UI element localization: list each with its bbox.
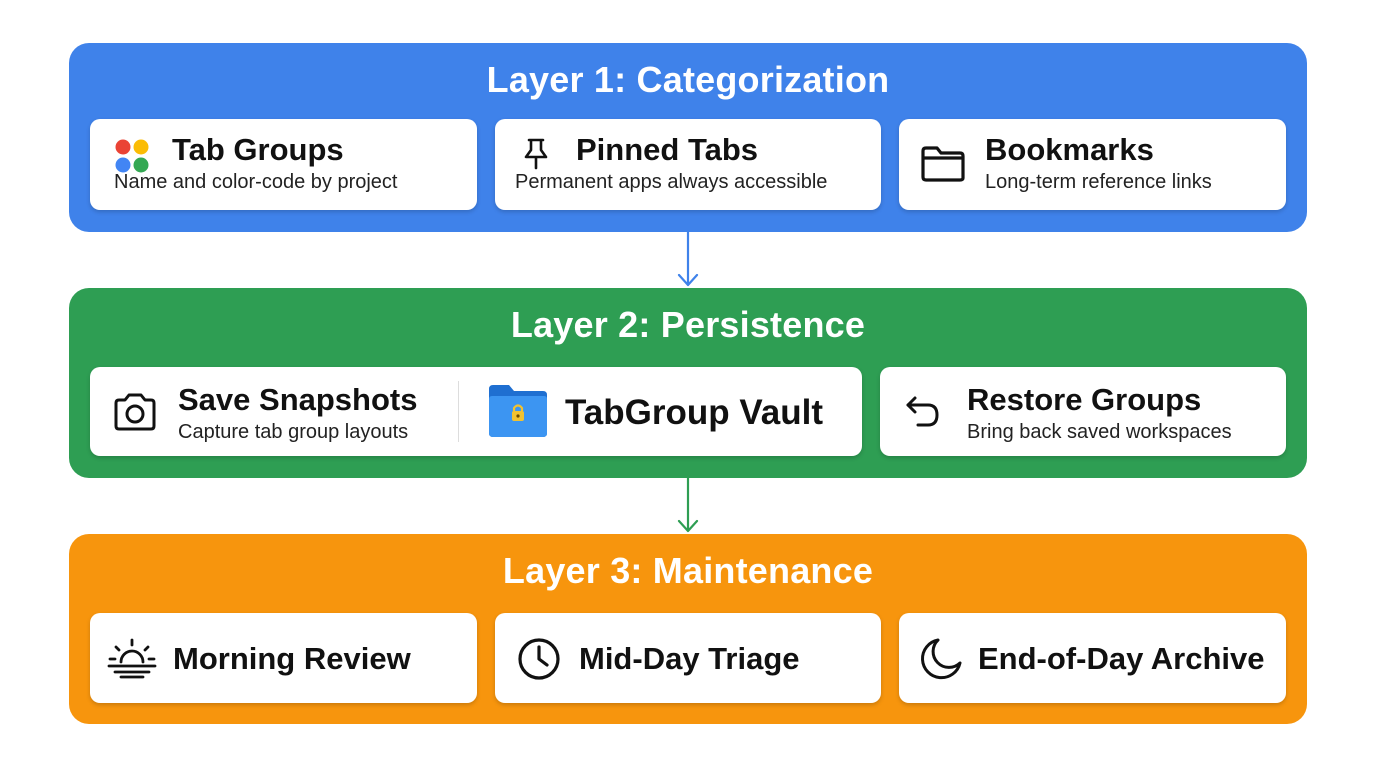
card-pinned-tabs: Pinned Tabs Permanent apps always access… [495,119,881,210]
card-subtitle: Name and color-code by project [114,171,398,193]
card-mid-day-triage: Mid-Day Triage [495,613,881,703]
card-title: Tab Groups [172,132,344,167]
card-morning-review: Morning Review [90,613,477,703]
arrow-down-icon [677,232,699,287]
layer-3-title: Layer 3: Maintenance [502,550,874,591]
card-title: Mid-Day Triage [579,641,800,676]
divider [458,381,459,442]
pin-icon [521,137,551,176]
clock-icon [516,636,562,687]
card-subtitle: Bring back saved workspaces [967,421,1232,443]
card-title: Morning Review [173,641,411,676]
card-bookmarks: Bookmarks Long-term reference links [899,119,1286,210]
layer-1-title: Layer 1: Categorization [486,59,890,100]
card-restore-groups: Restore Groups Bring back saved workspac… [880,367,1286,456]
card-title: Pinned Tabs [576,132,759,167]
layer-2-title: Layer 2: Persistence [510,304,866,345]
arrow-down-icon [677,478,699,533]
card-end-of-day-archive: End-of-Day Archive [899,613,1286,703]
card-title: Bookmarks [985,132,1154,167]
card-tab-groups: Tab Groups Name and color-code by projec… [90,119,477,210]
card-title: Restore Groups [967,382,1202,417]
color-dots-icon [114,138,150,179]
card-title: Save Snapshots [178,382,418,417]
layer-2-panel: Layer 2: Persistence Save Snapshots Capt… [69,288,1307,478]
layer-3-panel: Layer 3: Maintenance Morning Review Mid-… [69,534,1307,724]
moon-icon [918,636,964,687]
locked-folder-icon [487,383,549,444]
undo-arrow-icon [904,394,942,435]
card-subtitle: Permanent apps always accessible [515,171,828,193]
brand-name: TabGroup Vault [565,393,823,432]
card-subtitle: Capture tab group layouts [178,421,409,443]
card-save-snapshots: Save Snapshots Capture tab group layouts… [90,367,862,456]
layer-1-panel: Layer 1: Categorization Tab Groups Name … [69,43,1307,232]
sunrise-icon [106,637,158,684]
camera-icon [112,392,158,437]
folder-icon [920,145,966,188]
card-title: End-of-Day Archive [978,641,1265,676]
card-subtitle: Long-term reference links [985,171,1212,193]
